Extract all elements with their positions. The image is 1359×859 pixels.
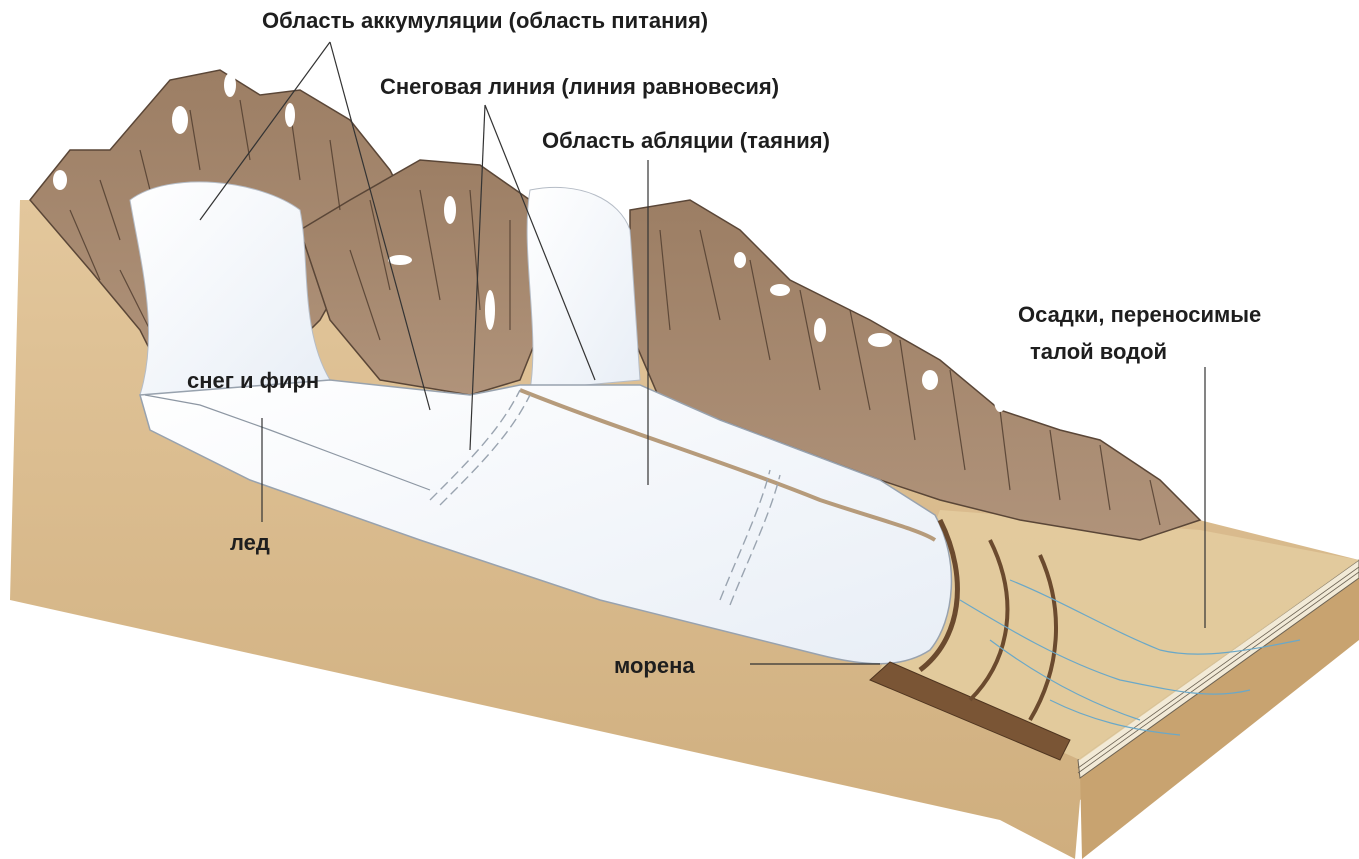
label-ablation-zone: Область абляции (таяния) xyxy=(542,130,830,152)
label-sediments-line1: Осадки, переносимые xyxy=(1018,304,1261,326)
label-ice: лед xyxy=(230,532,270,554)
label-snow-firn: снег и фирн xyxy=(187,370,319,392)
label-snowline: Снеговая линия (линия равновесия) xyxy=(380,76,779,98)
glacier-cirque xyxy=(130,182,330,395)
glacier-cirque-2 xyxy=(527,187,640,390)
label-accumulation-zone: Область аккумуляции (область питания) xyxy=(262,10,708,32)
label-sediments-line2: талой водой xyxy=(1030,341,1167,363)
label-moraine: морена xyxy=(614,655,695,677)
